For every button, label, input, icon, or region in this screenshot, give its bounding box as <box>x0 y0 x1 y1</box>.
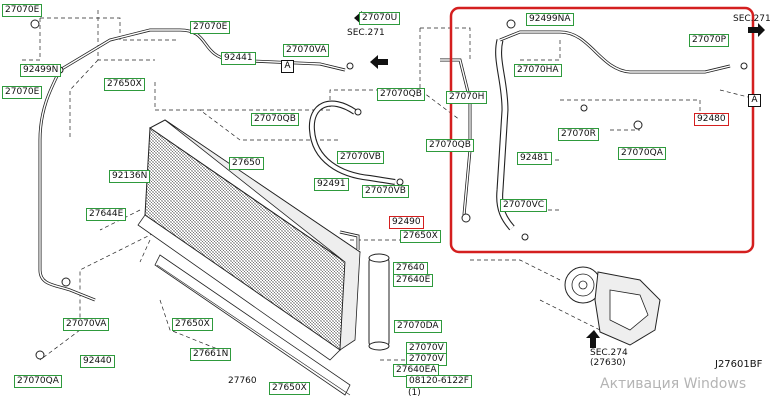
reference-box-a-1: A <box>281 60 294 73</box>
label-27650x-4: 27650X <box>269 382 310 395</box>
direction-arrows <box>354 11 765 348</box>
label-27070ha: 27070HA <box>514 64 562 77</box>
label-27070qa-1: 27070QA <box>14 375 62 388</box>
compressor <box>564 266 661 346</box>
label-27650: 27650 <box>229 157 264 170</box>
dashed-leaders <box>20 10 761 361</box>
reference-box-a-2: A <box>748 94 761 107</box>
label-27070va-1: 27070VA <box>283 44 330 57</box>
label-27070qb-1: 27070QB <box>377 88 425 101</box>
drawing-code: J27601BF <box>715 359 763 370</box>
highlight-box <box>449 6 755 254</box>
label-27760: 27760 <box>228 376 257 386</box>
label-27070e-1: 27070E <box>2 4 43 17</box>
label-92491: 92491 <box>314 178 349 191</box>
label-27650x-3: 27650X <box>172 318 213 331</box>
label-27070vb-1: 27070VB <box>337 151 384 164</box>
hose-92491 <box>308 100 404 186</box>
label-27070u: 27070U <box>359 12 401 25</box>
label-27070qa-2: 27070QA <box>618 147 666 160</box>
label-92441: 92441 <box>221 52 256 65</box>
pipe-92440 <box>30 19 180 360</box>
label-27070vc: 27070VC <box>500 199 548 212</box>
label-92490: 92490 <box>389 216 424 229</box>
ref-sec-271-a: SEC.271 <box>347 28 385 38</box>
label-27070p: 27070P <box>689 34 730 47</box>
label-27640e: 27640E <box>393 274 434 287</box>
label-27650x-2: 27650X <box>400 230 441 243</box>
ref-sec-271-b: SEC.271 <box>733 14 771 24</box>
label-27070va-2: 27070VA <box>63 318 110 331</box>
ref-sec-274: SEC.274 <box>590 348 628 358</box>
label-27070da: 27070DA <box>394 320 442 333</box>
label-27650x-1: 27650X <box>104 78 145 91</box>
label-92440: 92440 <box>80 355 115 368</box>
label-27644e: 27644E <box>86 208 127 221</box>
windows-activation-watermark: Активация Windows <box>600 376 747 392</box>
label-27070e-3: 27070E <box>2 86 43 99</box>
label-92136n: 92136N <box>109 170 151 183</box>
condenser <box>137 119 361 396</box>
label-27070r: 27070R <box>558 128 599 141</box>
ref-sec-274-sub: (27630) <box>590 358 626 368</box>
label-92480: 92480 <box>694 113 729 126</box>
label-92481: 92481 <box>517 152 552 165</box>
label-08120-6122f: 08120-6122F <box>406 375 472 388</box>
label-27070e-2: 27070E <box>190 21 231 34</box>
label-27070vb-2: 27070VB <box>362 185 409 198</box>
label-27070qb-3: 27070QB <box>426 139 474 152</box>
pipe-92490 <box>339 230 360 250</box>
label-27070h: 27070H <box>446 91 488 104</box>
label-92499n: 92499N <box>20 64 62 77</box>
ref-bolt-qty: (1) <box>408 388 421 398</box>
label-27661n: 27661N <box>190 348 232 361</box>
receiver-drier <box>368 253 390 351</box>
label-92499na: 92499NA <box>526 13 574 26</box>
label-27070qb-2: 27070QB <box>251 113 299 126</box>
